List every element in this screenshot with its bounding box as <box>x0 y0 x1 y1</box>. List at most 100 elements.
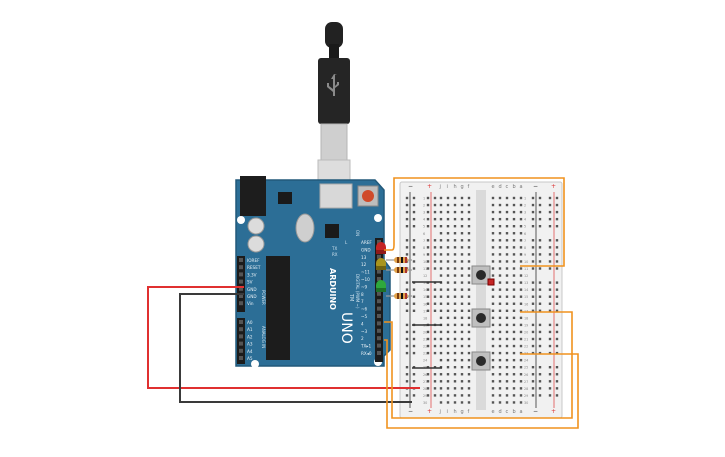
rail-hole[interactable] <box>555 225 559 228</box>
breadboard-hole[interactable] <box>512 274 516 277</box>
breadboard-hole[interactable] <box>519 323 523 327</box>
breadboard-hole[interactable] <box>512 232 516 235</box>
breadboard-hole[interactable] <box>439 373 443 376</box>
breadboard-hole[interactable] <box>519 260 523 263</box>
rail-hole[interactable] <box>531 351 535 355</box>
breadboard-hole[interactable] <box>491 267 495 270</box>
breadboard-hole[interactable] <box>505 232 509 235</box>
rail-hole[interactable] <box>412 373 416 376</box>
rail-hole[interactable] <box>548 337 552 341</box>
breadboard-hole[interactable] <box>460 239 464 242</box>
breadboard-hole[interactable] <box>439 330 443 334</box>
rail-hole[interactable] <box>538 351 542 355</box>
breadboard-hole[interactable] <box>460 203 464 207</box>
breadboard-hole[interactable] <box>491 217 495 221</box>
power-pin[interactable] <box>239 258 243 262</box>
breadboard-hole[interactable] <box>446 253 450 256</box>
power-pin[interactable] <box>239 279 243 284</box>
breadboard-hole[interactable] <box>505 309 509 312</box>
breadboard-hole[interactable] <box>446 210 450 214</box>
breadboard-hole[interactable] <box>519 394 523 397</box>
breadboard-hole[interactable] <box>498 323 502 327</box>
breadboard-hole[interactable] <box>491 344 495 348</box>
breadboard-hole[interactable] <box>446 260 450 263</box>
breadboard-hole[interactable] <box>512 387 516 390</box>
breadboard-hole[interactable] <box>519 309 523 312</box>
rail-hole[interactable] <box>412 302 416 305</box>
breadboard-hole[interactable] <box>453 232 457 235</box>
rail-hole[interactable] <box>548 373 552 376</box>
breadboard-hole[interactable] <box>453 323 457 327</box>
breadboard-hole[interactable] <box>505 373 509 376</box>
led-yellow[interactable] <box>376 258 386 270</box>
breadboard-hole[interactable] <box>498 232 502 235</box>
breadboard-hole[interactable] <box>460 246 464 249</box>
rail-hole[interactable] <box>555 260 559 263</box>
rail-hole[interactable] <box>548 210 552 214</box>
breadboard-hole[interactable] <box>519 401 523 404</box>
rail-hole[interactable] <box>433 196 437 200</box>
digital-pin[interactable] <box>377 277 381 281</box>
rail-hole[interactable] <box>433 337 437 341</box>
analog-pin[interactable] <box>239 327 243 332</box>
breadboard-hole[interactable] <box>453 288 457 291</box>
rail-hole[interactable] <box>405 323 409 327</box>
breadboard-hole[interactable] <box>467 387 471 390</box>
rail-hole[interactable] <box>548 203 552 207</box>
breadboard-hole[interactable] <box>446 373 450 376</box>
rail-hole[interactable] <box>412 366 416 369</box>
breadboard-hole[interactable] <box>439 232 443 235</box>
rail-hole[interactable] <box>405 239 409 242</box>
breadboard-hole[interactable] <box>498 337 502 341</box>
rail-hole[interactable] <box>433 288 437 291</box>
rail-hole[interactable] <box>555 203 559 207</box>
rail-hole[interactable] <box>405 351 409 355</box>
rail-hole[interactable] <box>548 217 552 221</box>
rail-hole[interactable] <box>548 260 552 263</box>
rail-hole[interactable] <box>548 351 552 355</box>
rail-hole[interactable] <box>538 225 542 228</box>
breadboard-hole[interactable] <box>439 366 443 369</box>
breadboard-hole[interactable] <box>491 337 495 341</box>
breadboard-hole[interactable] <box>498 239 502 242</box>
breadboard-hole[interactable] <box>505 239 509 242</box>
rail-hole[interactable] <box>412 394 416 397</box>
breadboard-hole[interactable] <box>505 351 509 355</box>
breadboard-hole[interactable] <box>460 330 464 334</box>
breadboard-hole[interactable] <box>498 358 502 362</box>
breadboard-hole[interactable] <box>519 316 523 320</box>
rail-hole[interactable] <box>433 295 437 298</box>
rail-hole[interactable] <box>405 394 409 397</box>
rail-hole[interactable] <box>433 203 437 207</box>
rail-hole[interactable] <box>538 295 542 298</box>
breadboard-hole[interactable] <box>439 309 443 312</box>
breadboard-hole[interactable] <box>446 401 450 404</box>
breadboard-hole[interactable] <box>439 217 443 221</box>
breadboard-hole[interactable] <box>519 337 523 341</box>
breadboard-hole[interactable] <box>453 253 457 256</box>
rail-hole[interactable] <box>412 196 416 200</box>
rail-hole[interactable] <box>531 239 535 242</box>
breadboard-hole[interactable] <box>498 288 502 291</box>
rail-hole[interactable] <box>433 380 437 383</box>
rail-hole[interactable] <box>426 196 430 200</box>
rail-hole[interactable] <box>405 330 409 334</box>
breadboard-hole[interactable] <box>460 217 464 221</box>
rail-hole[interactable] <box>433 246 437 249</box>
breadboard-hole[interactable] <box>519 358 523 362</box>
rail-hole[interactable] <box>538 309 542 312</box>
breadboard-hole[interactable] <box>453 267 457 270</box>
breadboard-hole[interactable] <box>467 373 471 376</box>
rail-hole[interactable] <box>531 344 535 348</box>
breadboard-hole[interactable] <box>453 260 457 263</box>
breadboard-hole[interactable] <box>460 267 464 270</box>
breadboard-hole[interactable] <box>446 380 450 383</box>
breadboard-hole[interactable] <box>491 330 495 334</box>
breadboard-hole[interactable] <box>439 394 443 397</box>
pushbutton-2[interactable] <box>471 308 491 328</box>
breadboard-hole[interactable] <box>467 281 471 284</box>
rail-hole[interactable] <box>555 373 559 376</box>
breadboard-hole[interactable] <box>453 302 457 305</box>
breadboard-hole[interactable] <box>491 387 495 390</box>
breadboard-hole[interactable] <box>512 295 516 298</box>
